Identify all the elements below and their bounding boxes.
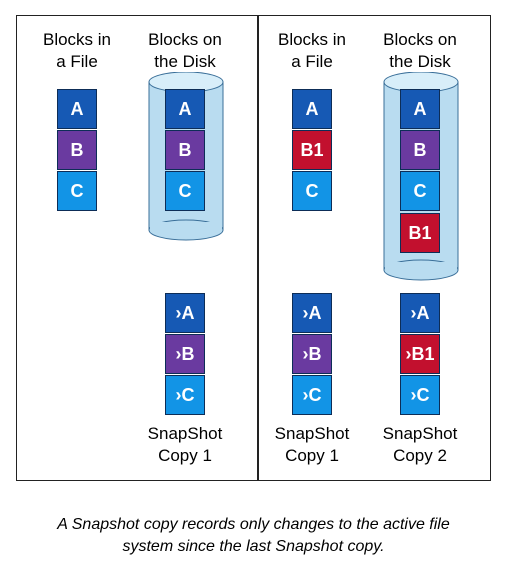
disk-block-a: A <box>400 89 440 129</box>
file-header-line-1: Blocks in <box>42 30 112 49</box>
snapshot-label-line-1: SnapShot <box>274 424 350 443</box>
file-header-line-2: a File <box>56 52 98 71</box>
snapshot-block-c: ›C <box>292 375 332 415</box>
disk-header-line-2: the Disk <box>154 52 216 71</box>
snapshot-label-line-2: Copy 1 <box>285 446 339 465</box>
snapshot-label-copy-2: SnapShot Copy 2 <box>365 423 475 467</box>
snapshot-block-c: ›C <box>400 375 440 415</box>
disk-block-b: B <box>165 130 205 170</box>
snapshot-label-line-2: Copy 1 <box>158 446 212 465</box>
file-block-a: A <box>292 89 332 129</box>
disk-header-panel-2: Blocks on the Disk <box>365 29 475 73</box>
disk-block-c: C <box>165 171 205 211</box>
file-block-c: C <box>292 171 332 211</box>
snapshot-block-a: ›A <box>292 293 332 333</box>
snapshot-block-b1: ›B1 <box>400 334 440 374</box>
panel-divider <box>257 15 259 481</box>
file-block-a: A <box>57 89 97 129</box>
file-header-line-1: Blocks in <box>277 30 347 49</box>
snapshot-label-panel-1: SnapShot Copy 1 <box>130 423 240 467</box>
file-block-b1: B1 <box>292 130 332 170</box>
caption-line-2: system since the last Snapshot copy. <box>122 538 385 555</box>
disk-header-line-1: Blocks on <box>383 30 457 49</box>
disk-block-b1: B1 <box>400 213 440 253</box>
disk-block-b: B <box>400 130 440 170</box>
figure-caption: A Snapshot copy records only changes to … <box>20 514 487 558</box>
snapshot-label-line-1: SnapShot <box>382 424 458 443</box>
snapshot-label-line-1: SnapShot <box>147 424 223 443</box>
snapshot-block-b: ›B <box>292 334 332 374</box>
snapshot-block-a: ›A <box>165 293 205 333</box>
disk-block-c: C <box>400 171 440 211</box>
snapshot-block-b: ›B <box>165 334 205 374</box>
disk-block-a: A <box>165 89 205 129</box>
disk-header-line-2: the Disk <box>389 52 451 71</box>
disk-header-line-1: Blocks on <box>148 30 222 49</box>
snapshot-block-c: ›C <box>165 375 205 415</box>
file-header-panel-1: Blocks in a File <box>22 29 132 73</box>
diagram-frame <box>16 15 491 481</box>
file-header-panel-2: Blocks in a File <box>257 29 367 73</box>
snapshot-block-a: ›A <box>400 293 440 333</box>
snapshot-label-copy-1: SnapShot Copy 1 <box>257 423 367 467</box>
snapshot-label-line-2: Copy 2 <box>393 446 447 465</box>
caption-line-1: A Snapshot copy records only changes to … <box>57 516 450 533</box>
file-block-b: B <box>57 130 97 170</box>
file-block-c: C <box>57 171 97 211</box>
disk-header-panel-1: Blocks on the Disk <box>130 29 240 73</box>
file-header-line-2: a File <box>291 52 333 71</box>
